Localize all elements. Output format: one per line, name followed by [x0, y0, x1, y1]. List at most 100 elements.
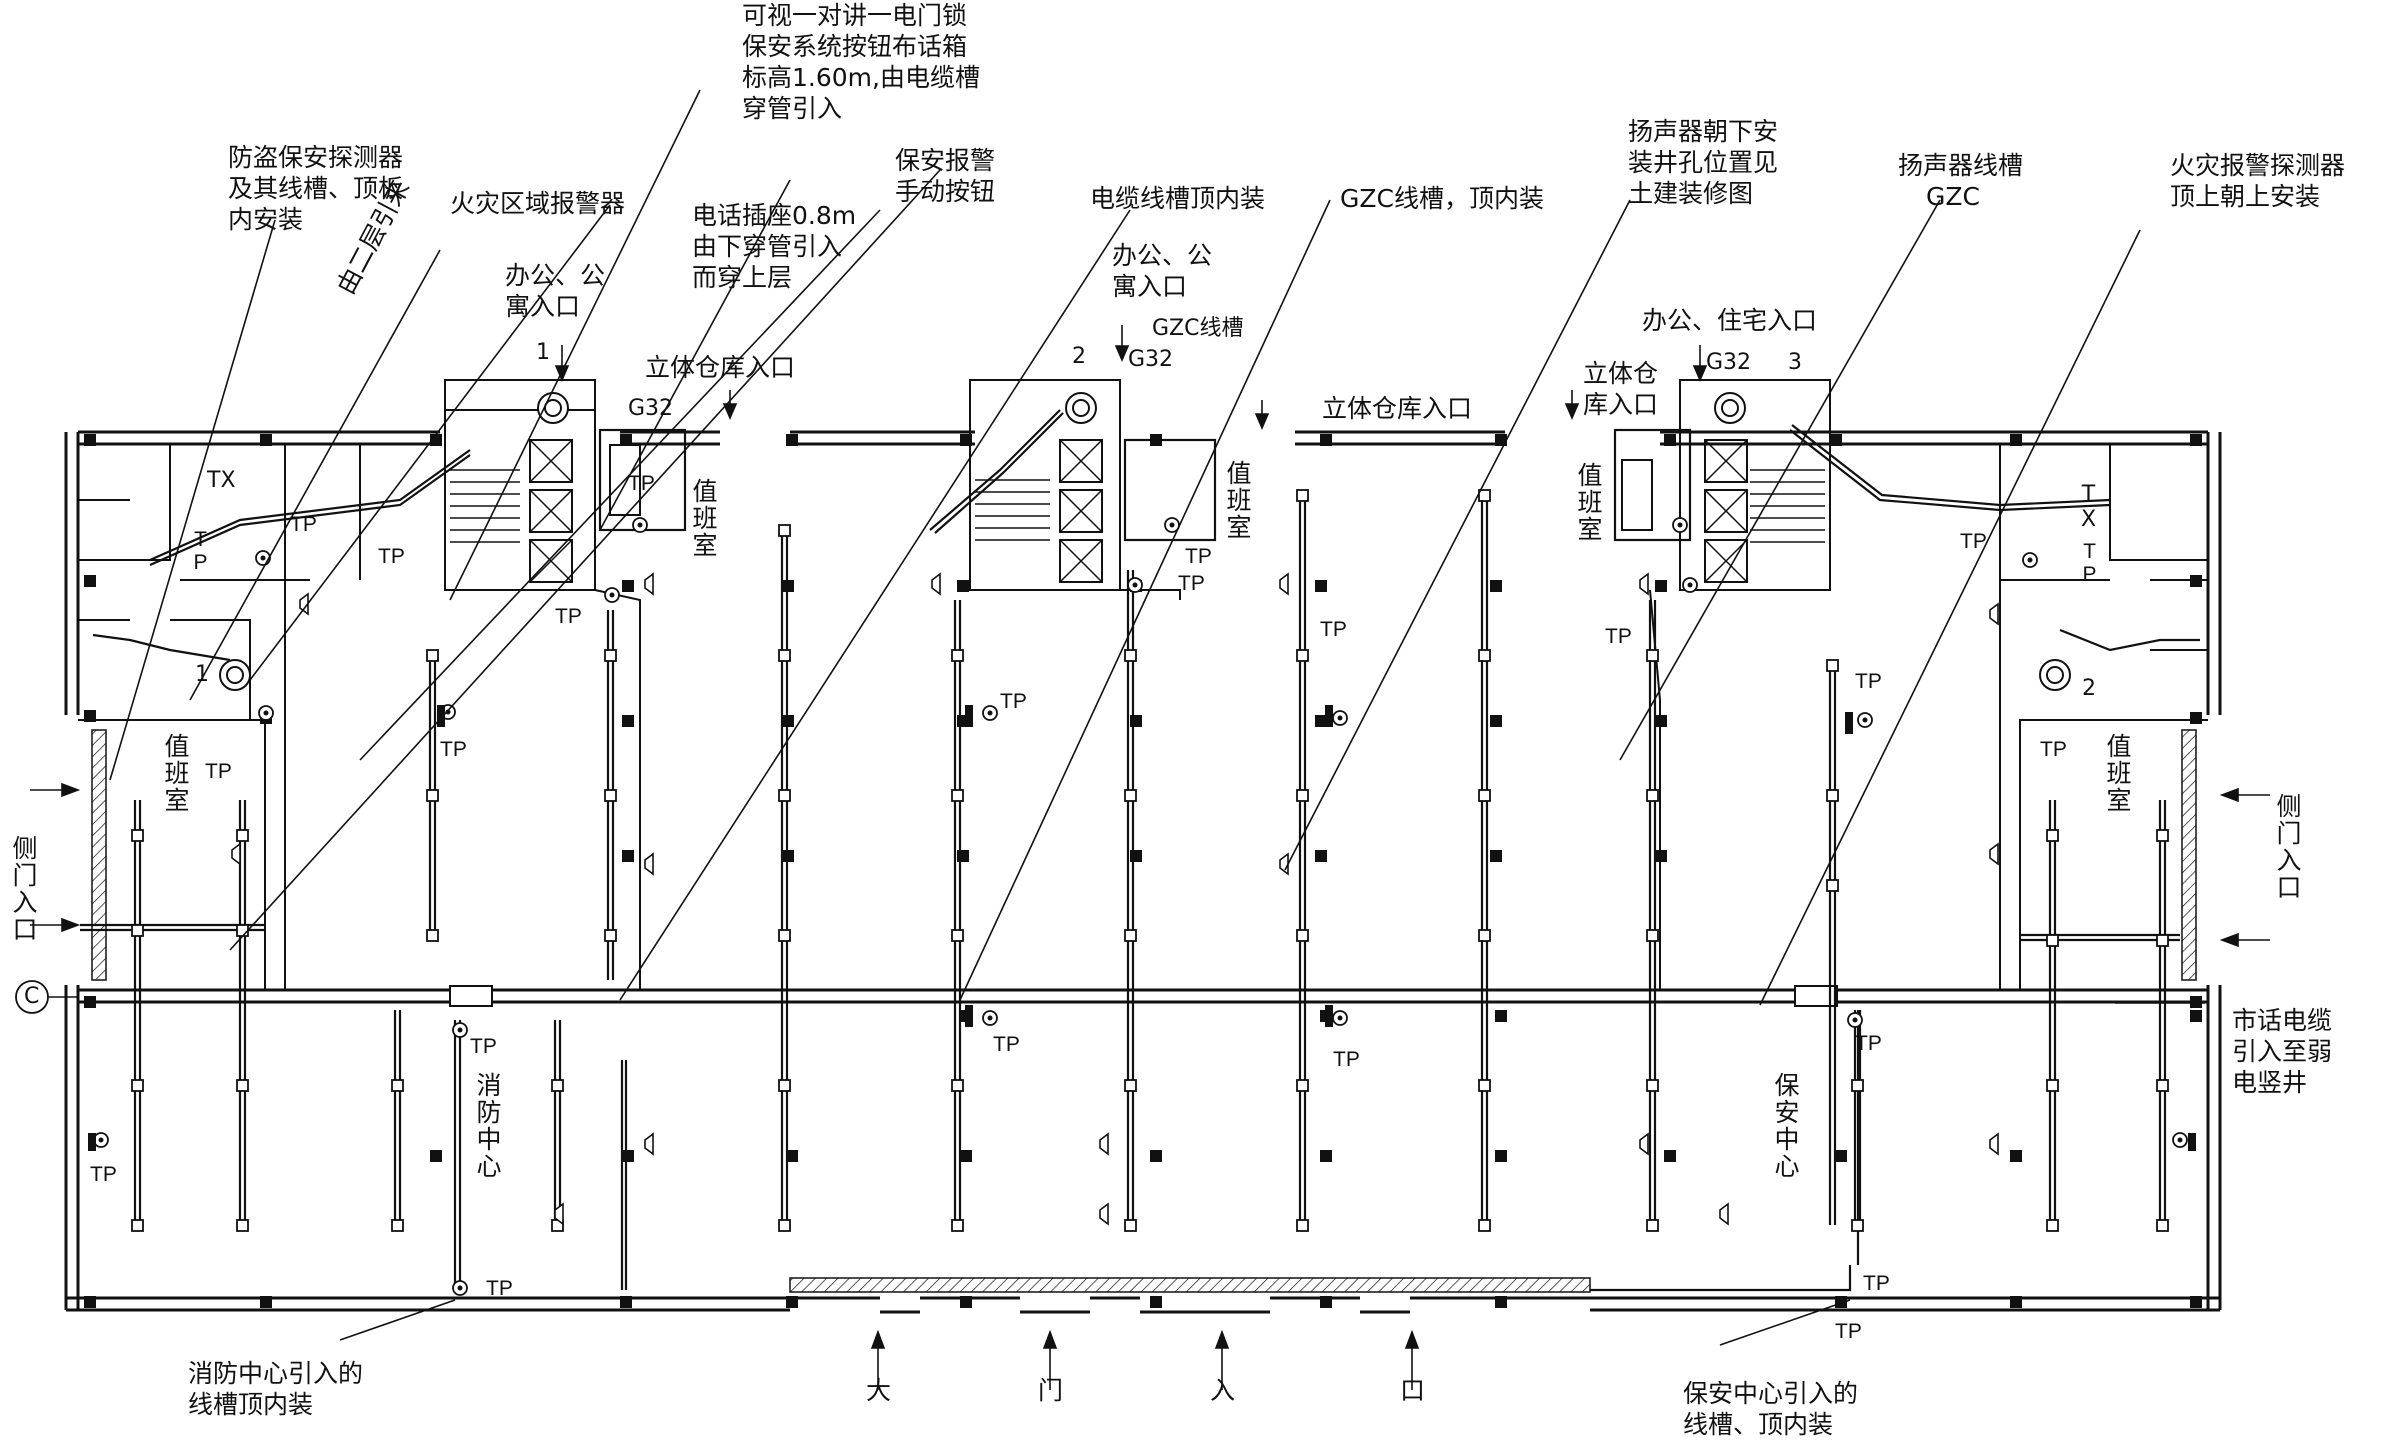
label-line: 寓入口 — [505, 292, 581, 321]
callout-line: 土建装修图 — [1628, 179, 1754, 208]
callout-fire-detector-top: 火灾报警探测器 顶上朝上安装 — [2170, 150, 2345, 212]
callout-cable-trough-ceiling: 电缆线槽顶内装 — [1090, 184, 1266, 213]
mark-num-1a: 1 — [536, 340, 550, 365]
label-line: 立体仓 — [1583, 359, 1659, 388]
tp-label: TP — [486, 1277, 513, 1300]
tp-label: TP — [1185, 545, 1212, 568]
mark-axis-c: C — [24, 984, 40, 1009]
tp-label: TP — [290, 513, 317, 536]
label-line: 办公、公 — [1112, 241, 1213, 270]
callout-city-phone-cable: 市话电缆 引入至弱 电竖井 — [2232, 1005, 2332, 1098]
label-fire-center: 消防中心 — [473, 1072, 502, 1180]
callout-line: 防盗保安探测器 — [228, 143, 404, 172]
tp-label: TP — [378, 545, 405, 568]
label-duty-room-2: 值班室 — [1223, 460, 1252, 541]
tp-label: TP — [2040, 738, 2067, 761]
callout-line: 线槽、顶内装 — [1683, 1410, 1834, 1439]
label-office-residence-entry: 办公、住宅入口 — [1642, 306, 1818, 335]
mark-g32-a: G32 — [628, 396, 674, 421]
tp-label: TP — [555, 605, 582, 628]
tp-label: TP — [1000, 690, 1027, 713]
label-storage-entry-3: 立体仓 库入口 — [1583, 358, 1658, 420]
mark-g32-b: G32 — [1128, 347, 1174, 372]
tp-label: TP — [205, 760, 232, 783]
tp-label: TP — [470, 1035, 497, 1058]
tp-label: TP — [2078, 540, 2101, 586]
callout-line: 及其线槽、顶板 — [228, 174, 404, 203]
tp-label: TP — [1178, 572, 1205, 595]
right-core — [1613, 379, 1831, 591]
callout-phone-socket: 电话插座0.8m 由下穿管引入 而穿上层 — [692, 200, 856, 293]
tp-label: TP — [1320, 618, 1347, 641]
right-wing — [1649, 444, 2208, 990]
mark-tx-right: TX — [2076, 482, 2101, 532]
callout-line: 顶上朝上安装 — [2170, 182, 2321, 211]
callout-line: 保安中心引入的 — [1683, 1379, 1859, 1408]
callout-line: 扬声器朝下安 — [1628, 117, 1779, 146]
callout-speaker-trough: 扬声器线槽 GZC — [1898, 150, 2023, 212]
tp-label: TP — [1855, 670, 1882, 693]
mark-g32-c: G32 — [1706, 350, 1752, 375]
label-duty-room-4: 值班室 — [161, 733, 190, 814]
tp-label: TP — [440, 738, 467, 761]
speaker-symbols — [231, 572, 1999, 1226]
tray-nodes — [131, 489, 2169, 1232]
mark-num-2b: 2 — [2082, 676, 2096, 701]
leader-lines — [109, 89, 2205, 1346]
tp-label: TP — [1333, 1048, 1360, 1071]
callout-line: 线槽顶内装 — [188, 1390, 314, 1419]
outlet-symbols — [93, 517, 2188, 1296]
callout-line: 扬声器线槽 — [1898, 151, 2024, 180]
callout-line: 内安装 — [228, 205, 304, 234]
callout-line: 保安报警 — [895, 146, 996, 175]
tp-label: TP — [993, 1033, 1020, 1056]
label-duty-room-1: 值班室 — [689, 478, 718, 559]
mark-tx-left: TX — [207, 468, 236, 493]
callout-security-manual-button: 保安报警 手动按钮 — [895, 145, 995, 207]
callout-line: 可视一对讲一电门锁 — [742, 1, 968, 30]
callout-line: 电竖井 — [2232, 1068, 2308, 1097]
label-main-entrance-4: 口 — [1400, 1376, 1426, 1405]
callout-fire-center-trough: 消防中心引入的 线槽顶内装 — [188, 1358, 363, 1420]
outer-walls — [64, 430, 2222, 1314]
label-line: 办公、公 — [505, 261, 606, 290]
callout-line: 保安系统按钮布话箱 — [742, 32, 968, 61]
label-main-entrance-2: 门 — [1038, 1376, 1064, 1405]
callout-line: 消防中心引入的 — [188, 1359, 364, 1388]
callout-security-center-trough: 保安中心引入的 线槽、顶内装 — [1683, 1378, 1858, 1440]
mark-gzc-trough: GZC线槽 — [1152, 316, 1244, 341]
left-wing — [78, 379, 687, 990]
callout-line: 由下穿管引入 — [692, 232, 843, 261]
tp-label: TP — [189, 528, 212, 574]
label-office-apartment-entry-2: 办公、公 寓入口 — [1112, 240, 1212, 302]
callout-fire-zone-alarm: 火灾区域报警器 — [450, 189, 626, 218]
callout-line: 标高1.60m,由电缆槽 — [742, 63, 980, 92]
callout-gzc-trough-ceiling: GZC线槽，顶内装 — [1340, 184, 1544, 213]
mark-num-1b: 1 — [195, 662, 209, 687]
label-side-entry-left: 侧门入口 — [9, 835, 38, 943]
callout-line: 引入至弱 — [2232, 1037, 2333, 1066]
intercom-units — [219, 392, 2071, 691]
label-main-entrance-1: 大 — [866, 1376, 892, 1405]
label-main-entrance-3: 入 — [1210, 1376, 1236, 1405]
label-storage-entry-2: 立体仓库入口 — [1322, 394, 1473, 423]
label-line: 库入口 — [1583, 390, 1659, 419]
tp-label: TP — [1605, 625, 1632, 648]
tp-label: TP — [1960, 530, 1987, 553]
callout-line: 穿管引入 — [742, 94, 843, 123]
label-duty-room-3: 值班室 — [1574, 462, 1603, 543]
mark-num-3: 3 — [1788, 350, 1802, 375]
callout-burglar-detector: 防盗保安探测器 及其线槽、顶板 内安装 — [228, 142, 403, 235]
tp-label: TP — [1835, 1320, 1862, 1343]
ceiling-trays — [80, 409, 2200, 1292]
callout-line: 装井孔位置见 — [1628, 148, 1779, 177]
outlet-dots — [98, 522, 2183, 1291]
main-corridor — [78, 985, 2208, 1007]
callout-intercom: 可视一对讲一电门锁 保安系统按钮布话箱 标高1.60m,由电缆槽 穿管引入 — [742, 0, 980, 124]
label-storage-entry-1: 立体仓库入口 — [645, 353, 796, 382]
callout-line: 火灾报警探测器 — [2170, 151, 2346, 180]
vertical-cable-trays — [133, 490, 2167, 1290]
small-device-blocks — [88, 705, 2196, 1151]
label-security-center: 保安中心 — [1771, 1072, 1800, 1180]
